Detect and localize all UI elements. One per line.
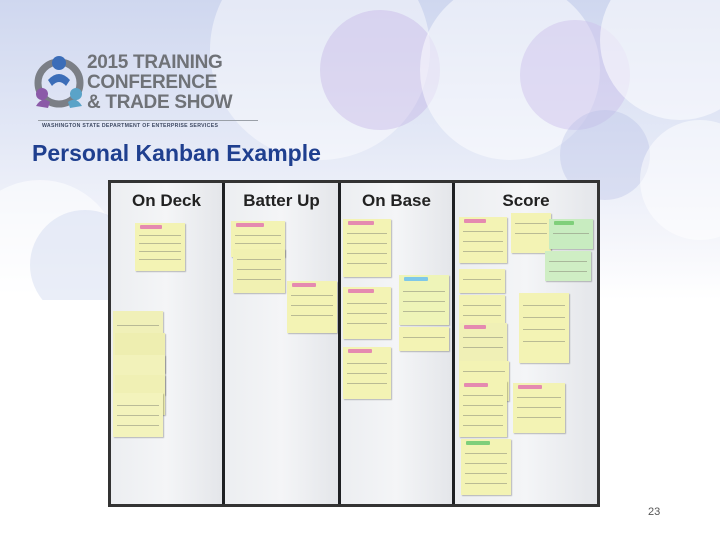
column-on-base: On Base xyxy=(341,183,455,504)
sticky-note xyxy=(519,293,569,363)
sticky-note xyxy=(511,213,551,253)
people-circle-icon xyxy=(34,56,84,108)
kanban-board: On Deck Batter Up xyxy=(111,183,597,504)
sticky-note xyxy=(399,275,449,325)
conference-logo: 2015 TRAINING CONFERENCE & TRADE SHOW WA… xyxy=(30,50,258,135)
column-header: On Deck xyxy=(132,191,201,210)
sticky-note xyxy=(343,219,391,277)
sticky-note xyxy=(461,439,511,495)
slide-title: Personal Kanban Example xyxy=(32,140,321,166)
sticky-note xyxy=(343,287,391,339)
column-batter-up: Batter Up xyxy=(225,183,341,504)
sticky-note xyxy=(545,251,591,281)
sticky-note xyxy=(399,327,449,351)
sticky-note xyxy=(459,381,507,437)
sticky-note xyxy=(287,281,337,333)
column-score: Score xyxy=(455,183,597,504)
logo-line-2: CONFERENCE xyxy=(87,72,218,93)
logo-subtitle: WASHINGTON STATE DEPARTMENT OF ENTERPRIS… xyxy=(42,123,219,129)
logo-line-1: 2015 TRAINING xyxy=(87,52,223,73)
column-header: On Base xyxy=(362,191,431,210)
sticky-note xyxy=(113,393,163,437)
kanban-board-photo: On Deck Batter Up xyxy=(108,180,600,507)
background-decoration xyxy=(0,0,720,300)
column-header: Score xyxy=(502,191,550,210)
logo-line-3: & TRADE SHOW xyxy=(87,92,233,113)
sticky-note xyxy=(233,249,285,293)
column-on-deck: On Deck xyxy=(111,183,225,504)
sticky-note xyxy=(135,223,185,271)
page-number: 23 xyxy=(648,506,661,518)
sticky-note xyxy=(459,217,507,263)
sticky-note xyxy=(513,383,565,433)
sticky-note xyxy=(459,269,505,293)
sticky-note xyxy=(549,219,593,249)
logo-divider xyxy=(38,120,258,121)
sticky-note xyxy=(459,323,507,363)
sticky-note xyxy=(343,347,391,399)
column-header: Batter Up xyxy=(243,191,320,210)
